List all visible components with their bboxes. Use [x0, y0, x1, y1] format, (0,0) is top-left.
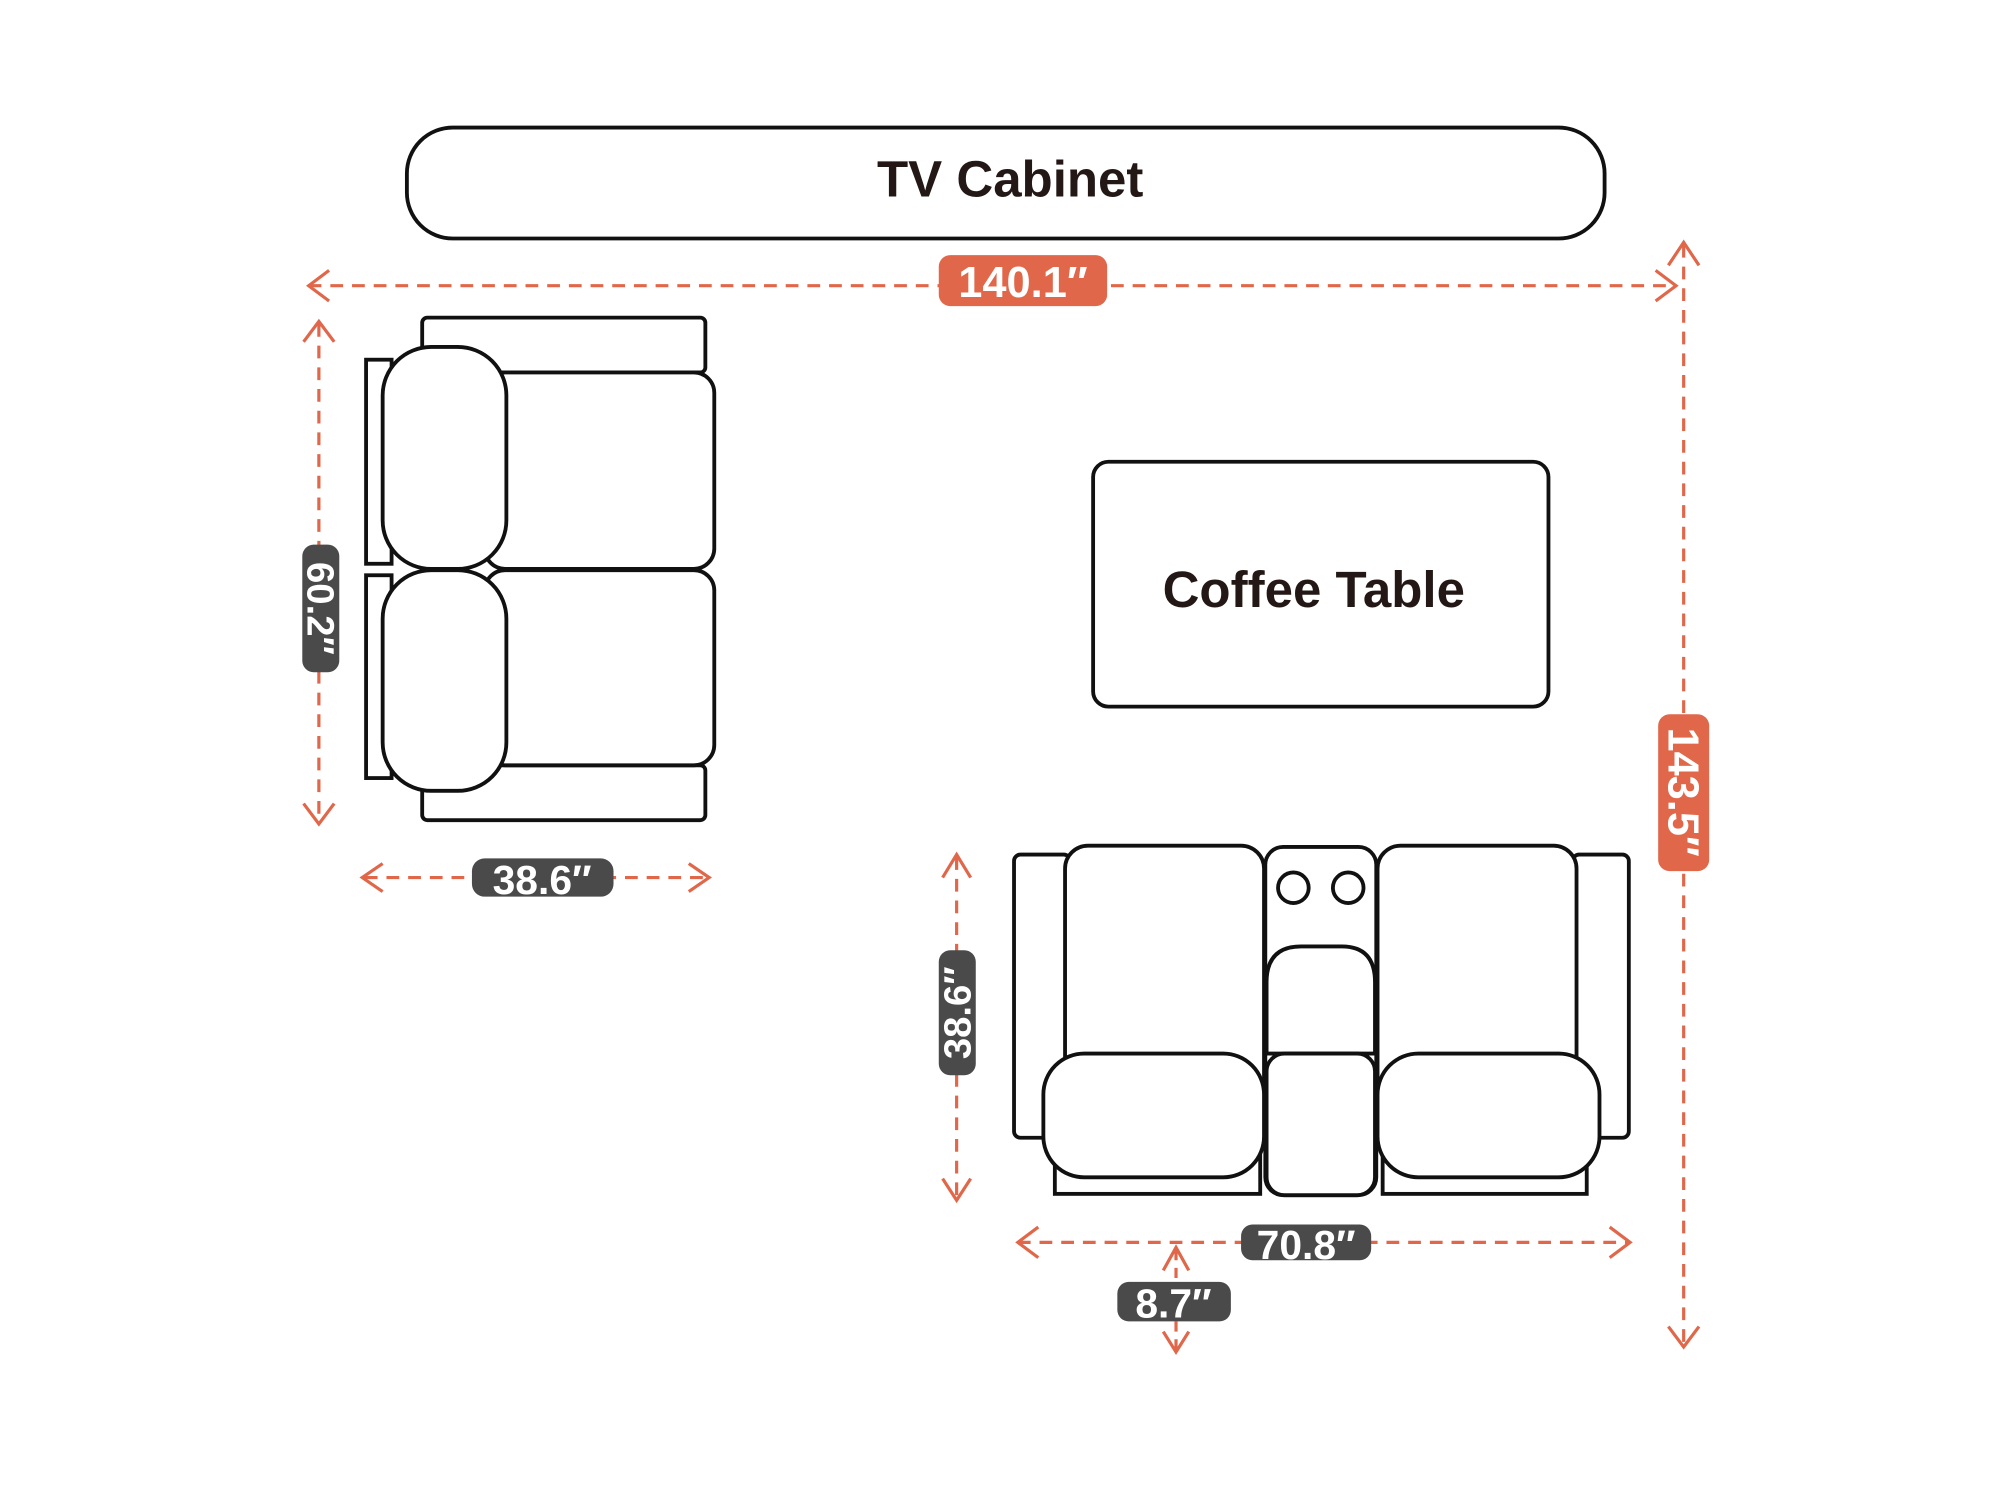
total-width-label: 140.1″ [958, 259, 1087, 307]
front-sofa-width-dimension: 70.8″ [1015, 1222, 1633, 1268]
front-sofa-depth-label: 38.6″ [937, 966, 980, 1059]
side-sofa-length-dimension: 60.2″ [298, 318, 341, 827]
clearance-dimension: 8.7″ [1117, 1244, 1231, 1356]
total-depth-dimension: 143.5″ [1658, 239, 1710, 1350]
front-sofa-width-label: 70.8″ [1257, 1222, 1356, 1268]
side-sofa-depth-label: 38.6″ [493, 857, 592, 903]
tv-cabinet-label: TV Cabinet [877, 150, 1143, 207]
front-loveseat [1012, 843, 1631, 1198]
total-width-dimension: 140.1″ [306, 255, 1679, 307]
side-sofa-length-label: 60.2″ [298, 562, 341, 655]
cup-holder-icon [1330, 870, 1366, 905]
side-sofa-depth-dimension: 38.6″ [359, 857, 712, 903]
total-depth-label: 143.5″ [1658, 727, 1706, 856]
front-sofa-depth-dimension: 38.6″ [937, 851, 980, 1204]
side-loveseat [364, 315, 717, 823]
cup-holder-icon [1276, 870, 1311, 905]
coffee-table: Coffee Table [1091, 459, 1551, 709]
clearance-label: 8.7″ [1135, 1281, 1211, 1327]
coffee-table-label: Coffee Table [1163, 561, 1465, 618]
tv-cabinet: TV Cabinet [404, 125, 1607, 241]
